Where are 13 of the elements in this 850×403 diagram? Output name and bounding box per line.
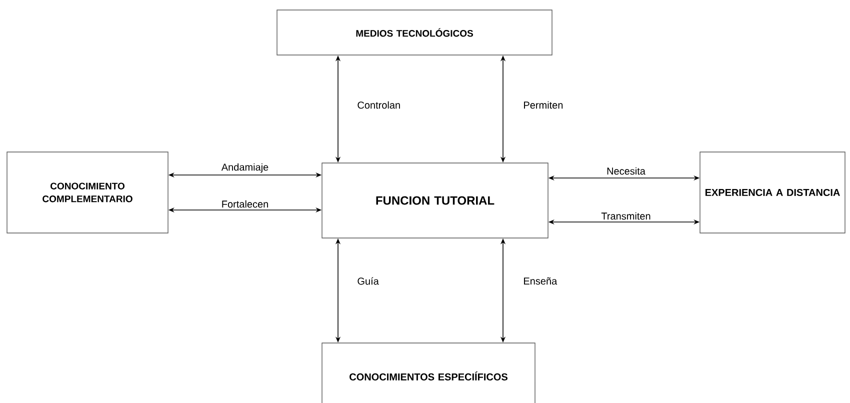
edge-label: Necesita — [607, 167, 646, 175]
concept-box: CONOCIMIENTOS ESPECIÍFICOS — [322, 342, 536, 403]
edge-label: Transmiten — [601, 212, 650, 220]
edge-label: Permiten — [524, 101, 563, 109]
edge-label: Fortalecen — [222, 200, 268, 208]
edge-label: Controlan — [358, 101, 400, 109]
concept-box: FUNCION TUTORIAL — [322, 162, 548, 238]
edge-label: Andamiaje — [221, 163, 268, 173]
concept-box: CONOCIMIENTO COMPLEMENTARIO — [6, 152, 168, 234]
concept-box: EXPERIENCIA A DISTANCIA — [700, 152, 846, 234]
edge-label: Enseña — [524, 277, 558, 285]
edge-label: Guía — [358, 277, 379, 285]
concept-box: MEDIOS TECNOLÓGICOS — [276, 10, 552, 56]
